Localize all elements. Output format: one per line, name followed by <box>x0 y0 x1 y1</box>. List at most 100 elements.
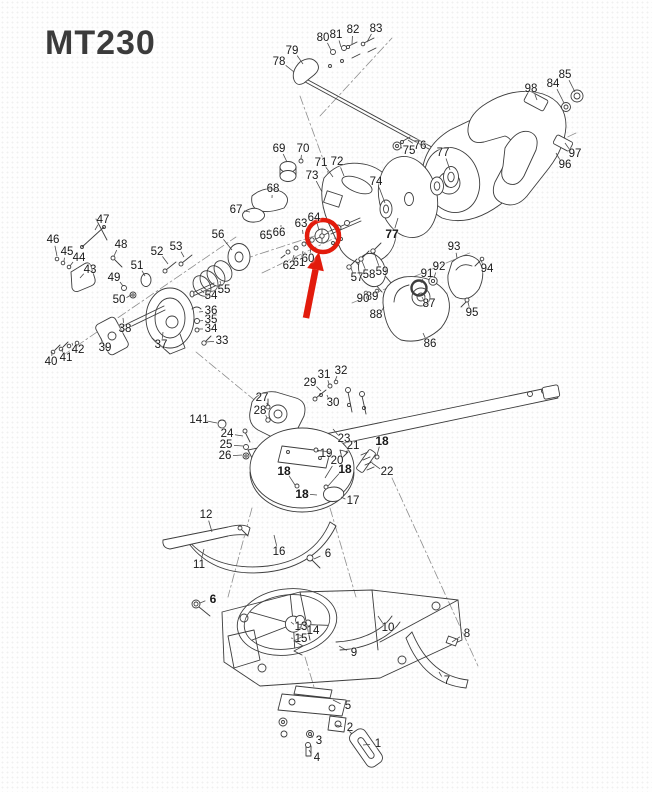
leader-line-44 <box>69 261 74 267</box>
rod-and-top-screws <box>292 37 453 162</box>
leader-line-72 <box>340 167 345 177</box>
leader-line-30 <box>326 394 329 399</box>
leader-line-28 <box>265 415 268 419</box>
leader-line-11 <box>200 548 205 560</box>
leader-line-48 <box>113 249 118 257</box>
leader-line-38 <box>122 317 124 324</box>
leader-line-77 <box>394 217 399 229</box>
leader-line-88 <box>381 306 385 311</box>
leader-line-77 <box>445 158 451 171</box>
leader-line-4 <box>308 749 312 754</box>
leader-line-39 <box>100 337 103 343</box>
leader-line-13 <box>290 621 295 625</box>
leader-line-75 <box>400 146 403 149</box>
leader-line-98 <box>534 94 538 101</box>
leader-line-97 <box>564 142 570 150</box>
leader-line-141 <box>206 420 218 424</box>
leader-line-54 <box>200 289 205 294</box>
leader-line-31 <box>327 380 330 385</box>
leader-line-50 <box>126 294 132 299</box>
detent-plate-22 <box>356 449 376 473</box>
label-plate-98 <box>523 90 549 112</box>
leader-line-21 <box>345 450 348 454</box>
leader-line-71 <box>325 167 334 178</box>
leader-line-24 <box>234 434 244 437</box>
leader-line-35 <box>198 320 204 322</box>
leader-line-10 <box>377 615 384 624</box>
leader-line-57 <box>350 267 354 273</box>
leader-line-69 <box>282 153 288 163</box>
leader-line-37 <box>161 331 164 340</box>
leader-line-74 <box>378 187 386 204</box>
saw-blade <box>377 136 459 239</box>
highlight-arrow-head <box>307 252 324 272</box>
leader-line-56 <box>223 239 233 251</box>
curved-stop <box>405 631 469 689</box>
leader-line-58 <box>361 260 366 270</box>
leader-line-96 <box>555 152 561 161</box>
leader-line-93 <box>455 252 458 259</box>
leader-line-76 <box>407 139 414 144</box>
leader-line-22 <box>371 462 381 470</box>
leader-line-53 <box>180 251 185 258</box>
leader-line-73 <box>315 180 323 193</box>
left-pivot-cluster <box>50 218 251 356</box>
leader-line-62 <box>291 254 295 261</box>
leader-line-52 <box>162 256 169 265</box>
leader-line-51 <box>141 270 146 277</box>
leader-line-59 <box>373 251 380 267</box>
leader-line-79 <box>296 55 304 65</box>
leader-line-78 <box>285 65 295 73</box>
leader-line-49 <box>119 281 124 287</box>
page-title: MT230 <box>45 24 156 62</box>
turntable <box>249 427 380 513</box>
leader-line-6 <box>313 555 321 560</box>
leader-line-94 <box>480 259 483 265</box>
leader-line-18 <box>376 446 380 456</box>
leader-line-61 <box>301 250 304 258</box>
leader-line-17 <box>340 496 346 500</box>
leader-line-20 <box>324 465 333 479</box>
leader-line-32 <box>334 376 338 382</box>
leader-line-83 <box>366 33 372 43</box>
leader-line-3 <box>310 734 313 738</box>
leader-line-41 <box>61 348 64 353</box>
leader-line-1 <box>362 744 371 746</box>
leader-line-12 <box>208 520 213 533</box>
leader-line-43 <box>79 273 85 279</box>
leader-line-67 <box>243 210 251 213</box>
leader-line-5 <box>332 699 341 705</box>
leader-line-25 <box>233 444 244 447</box>
highlight-arrow-shaft <box>302 269 319 319</box>
leader-line-7 <box>438 671 443 677</box>
leader-line-9 <box>338 645 347 651</box>
base <box>191 554 463 687</box>
leader-line-91 <box>420 278 423 284</box>
clamp-assembly <box>277 685 383 768</box>
leader-line-86 <box>422 332 427 340</box>
leader-line-2 <box>335 724 343 728</box>
curved-slide-and-fence <box>162 521 337 574</box>
leader-line-19 <box>316 449 319 452</box>
leader-line-36 <box>198 311 204 313</box>
leader-line-29 <box>316 386 322 392</box>
leader-line-27 <box>266 402 269 407</box>
spindle-flange-cluster <box>280 217 362 259</box>
leader-line-80 <box>327 42 332 51</box>
leader-line-84 <box>556 89 565 104</box>
leader-line-87 <box>421 296 424 300</box>
leader-line-18 <box>327 472 340 487</box>
leader-line-6 <box>199 600 206 604</box>
leader-line-47 <box>94 224 99 231</box>
leader-line-18 <box>288 475 296 486</box>
leader-line-95 <box>467 301 470 308</box>
spring-55 <box>192 260 233 297</box>
leader-line-42 <box>71 342 74 346</box>
leader-line-16 <box>273 534 278 547</box>
leader-line-23 <box>332 428 339 436</box>
leader-line-33 <box>205 340 215 343</box>
leader-line-81 <box>338 40 342 48</box>
